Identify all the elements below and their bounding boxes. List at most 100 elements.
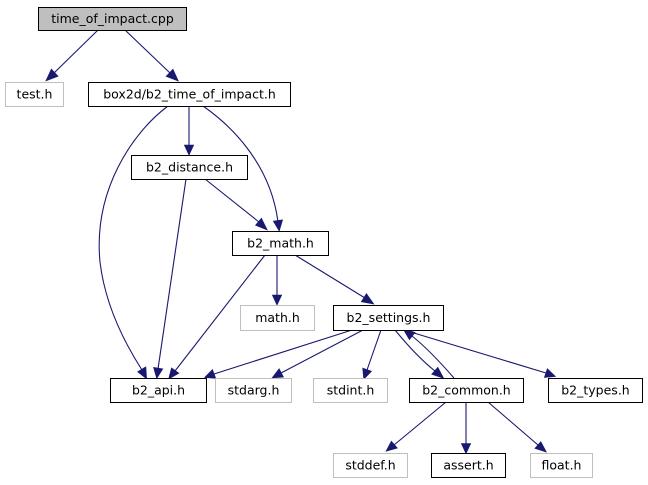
node-stdarg-h: stdarg.h [215,378,292,403]
node-label: b2_distance.h [146,160,233,175]
edge-b2-common-h-to-b2-settings-h [402,328,455,379]
node-box [548,378,643,403]
node-label: test.h [17,87,53,102]
edge-b2-settings-h-to-stdarg-h [271,329,364,379]
node-label: b2_common.h [422,383,510,398]
node-box [530,453,593,478]
node-b2-time-of-impact-h[interactable]: box2d/b2_time_of_impact.h [88,82,291,107]
node-box [333,305,444,331]
node-label: b2_settings.h [347,310,431,325]
node-b2-types-h[interactable]: b2_types.h [548,378,643,403]
node-box [431,453,506,478]
node-stdint-h: stdint.h [313,378,388,403]
node-box [215,378,292,403]
node-b2-distance-h[interactable]: b2_distance.h [131,155,248,180]
edge-b2-math-h-to-b2-api-h [168,254,266,380]
node-assert-h[interactable]: assert.h [431,453,506,478]
edge-arrowhead [431,366,445,379]
node-label: box2d/b2_time_of_impact.h [103,87,276,102]
edge-arrowhead [362,367,373,381]
edge-line [394,329,436,372]
edge-line [366,329,382,371]
edge-b2-time-of-impact-h-to-b2-distance-h [183,106,195,156]
node-box [131,155,248,180]
edge-arrowhead [272,219,283,232]
edge-b2-common-h-to-stddef-h [385,401,447,452]
node-b2-common-h[interactable]: b2_common.h [409,378,524,403]
edge-line [411,335,455,379]
edge-time-of-impact-cpp-to-test-h [45,29,99,82]
edge-arrowhead [271,368,284,379]
node-label: b2_math.h [247,236,314,251]
edge-line [280,329,364,374]
node-label: math.h [255,310,300,325]
node-b2-settings-h[interactable]: b2_settings.h [333,305,444,331]
node-label: stddef.h [345,458,395,473]
node-b2-api-h[interactable]: b2_api.h [110,378,207,403]
edge-line [124,29,171,74]
edge-b2-time-of-impact-h-to-b2-math-h [202,105,283,232]
edge-arrowhead [271,294,283,306]
node-label: assert.h [443,458,493,473]
node-label: stdarg.h [228,383,280,398]
edge-line [98,105,169,371]
edge-arrowhead [543,368,557,378]
node-label: stdint.h [327,383,375,398]
edge-b2-time-of-impact-h-to-b2-api-h [98,105,169,380]
edge-line [204,178,260,223]
edge-line [157,178,187,370]
edge-arrowhead [360,292,375,305]
edge-arrowhead [385,440,398,452]
edge-b2-settings-h-to-b2-common-h [394,329,445,379]
node-time-of-impact-cpp[interactable]: time_of_impact.cpp [38,7,187,31]
edge-b2-common-h-to-assert-h [460,402,472,455]
edge-b2-distance-h-to-b2-math-h [204,178,268,231]
edge-b2-math-h-to-math-h [271,255,283,306]
node-label: b2_types.h [561,383,629,398]
edge-line [487,401,539,446]
edge-arrowhead [45,68,59,82]
node-b2-math-h[interactable]: b2_math.h [232,231,329,256]
node-box [232,231,329,256]
edge-line [202,105,279,223]
edge-arrowhead [460,443,472,455]
edge-arrowhead [137,366,147,380]
node-box [38,7,187,31]
edge-arrowhead [153,366,164,380]
edge-arrowhead [165,68,179,82]
edge-b2-common-h-to-float-h [487,401,548,453]
node-test-h: test.h [5,82,64,107]
node-float-h: float.h [530,453,593,478]
edge-arrowhead [534,441,548,453]
edge-line [174,254,266,372]
node-layer: time_of_impact.cpp test.h box2d/b2_time_of… [5,7,643,478]
edge-arrowhead [254,217,268,231]
node-label: b2_api.h [132,383,185,398]
node-label: float.h [542,458,582,473]
edge-arrowhead [168,367,180,380]
edge-line [294,254,366,299]
node-box [333,453,408,478]
edge-line [403,329,547,374]
node-label: time_of_impact.cpp [51,11,174,26]
edge-line [213,329,353,375]
node-box [313,378,388,403]
edge-b2-math-h-to-b2-settings-h [294,254,375,305]
node-box [240,305,315,331]
node-box [409,378,524,403]
node-box [88,82,291,107]
node-box [5,82,64,107]
edge-layer [45,29,557,455]
edge-arrowhead [203,368,217,379]
edge-b2-distance-h-to-b2-api-h [153,178,187,380]
edge-b2-settings-h-to-b2-api-h [203,329,353,379]
edge-b2-settings-h-to-stdint-h [362,329,382,381]
node-math-h: math.h [240,305,315,331]
edge-b2-settings-h-to-b2-types-h [403,329,557,378]
edge-line [393,401,447,446]
edge-time-of-impact-cpp-to-b2-time-of-impact-h [124,29,179,82]
node-box [110,378,207,403]
node-stddef-h: stddef.h [333,453,408,478]
edge-arrowhead [183,144,195,156]
